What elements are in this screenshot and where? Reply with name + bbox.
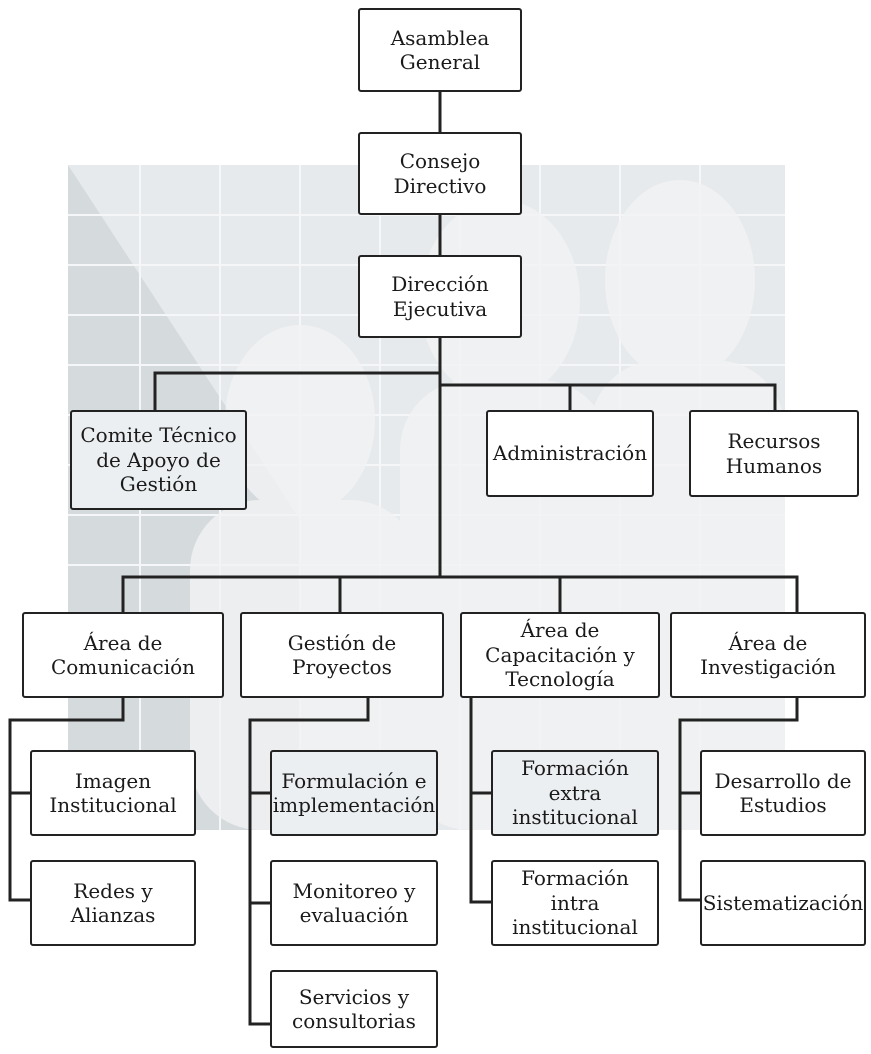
node-comite-tecnico: Comite Técnico de Apoyo de Gestión — [70, 410, 247, 510]
node-formacion-intra: Formación intra institucional — [491, 860, 659, 946]
node-sistematizacion: Sistematización — [700, 860, 866, 946]
node-servicios-consultorias: Servicios y consultorias — [270, 970, 438, 1048]
node-direccion-ejecutiva: Dirección Ejecutiva — [358, 255, 522, 338]
node-consejo-directivo: Consejo Directivo — [358, 132, 522, 215]
node-imagen-institucional: Imagen Institucional — [30, 750, 196, 836]
node-redes-alianzas: Redes y Alianzas — [30, 860, 196, 946]
node-recursos-humanos: Recursos Humanos — [689, 410, 859, 497]
node-area-capacitacion: Área de Capacitación y Tecnología — [460, 612, 660, 698]
node-gestion-proyectos: Gestión de Proyectos — [240, 612, 444, 698]
node-area-investigacion: Área de Investigación — [670, 612, 866, 698]
node-monitoreo-evaluacion: Monitoreo y evaluación — [270, 860, 438, 946]
node-formulacion-implementacion: Formulación e implementación — [270, 750, 438, 836]
node-administracion: Administración — [486, 410, 654, 497]
node-desarrollo-estudios: Desarrollo de Estudios — [700, 750, 866, 836]
node-formacion-extra: Formación extra institucional — [491, 750, 659, 836]
node-asamblea-general: Asamblea General — [358, 8, 522, 92]
node-area-comunicacion: Área de Comunicación — [22, 612, 224, 698]
